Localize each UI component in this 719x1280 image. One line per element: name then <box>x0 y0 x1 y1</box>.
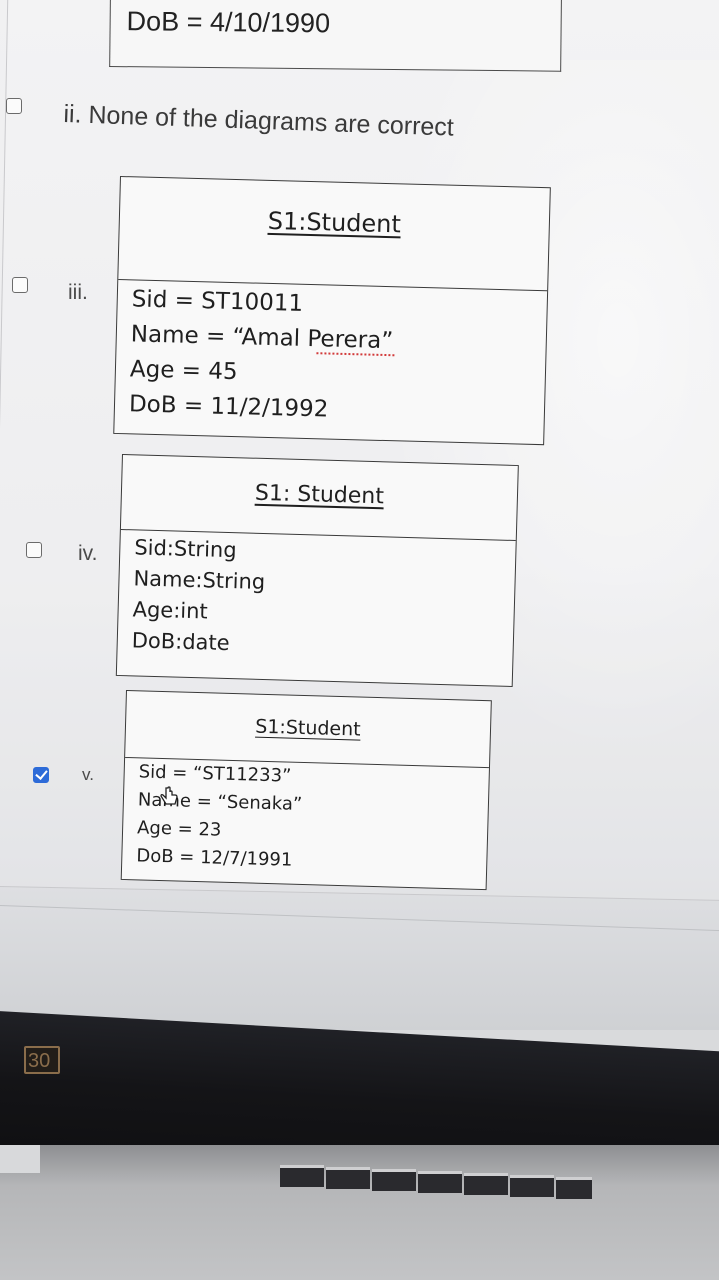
option-iv-label[interactable]: iv. <box>78 542 98 565</box>
key <box>556 1177 592 1199</box>
option-v-diagram-attributes: Sid = “ST11233” Name = “Senaka” Age = 23… <box>122 758 489 880</box>
key <box>464 1173 508 1195</box>
option-iii-checkbox[interactable] <box>12 277 28 293</box>
option-iii-object-diagram: S1:Student Sid = ST10011 Name = “Amal Pe… <box>113 176 551 446</box>
screen: DoB = 4/10/1990 ii. None of the diagrams… <box>0 0 719 1030</box>
option-v-diagram-title: S1:Student <box>125 691 491 769</box>
option-iii-label[interactable]: iii. <box>68 281 88 304</box>
option-iii-diagram-title: S1:Student <box>118 177 550 292</box>
panel-divider <box>0 905 719 933</box>
option-iv-diagram-title: S1: Student <box>120 455 518 542</box>
option-iv-diagram-attributes: Sid:String Name:String Age:int DoB:date <box>117 530 515 667</box>
laptop-chassis <box>0 1145 719 1280</box>
option-ii-label: ii. <box>63 100 83 129</box>
option-iv-object-diagram: S1: Student Sid:String Name:String Age:i… <box>115 454 519 687</box>
key <box>326 1167 370 1189</box>
hinge-highlight <box>0 1145 40 1173</box>
bezel-sticker: 30 <box>24 1046 60 1074</box>
hand-cursor-icon <box>160 786 178 805</box>
option-v-label[interactable]: v. <box>82 765 94 784</box>
option-iii-diagram-attributes: Sid = ST10011 Name = “Amal Perera” Age =… <box>115 280 548 433</box>
option-ii-checkbox[interactable] <box>6 98 22 114</box>
option-i-dob: DoB = 4/10/1990 <box>126 6 331 39</box>
option-v-checkbox[interactable] <box>33 767 49 783</box>
key <box>418 1171 462 1193</box>
key <box>372 1169 416 1191</box>
option-iv-checkbox[interactable] <box>26 542 42 558</box>
key <box>510 1175 554 1197</box>
key <box>280 1165 324 1187</box>
option-i-diagram-bottom: DoB = 4/10/1990 <box>109 0 562 72</box>
